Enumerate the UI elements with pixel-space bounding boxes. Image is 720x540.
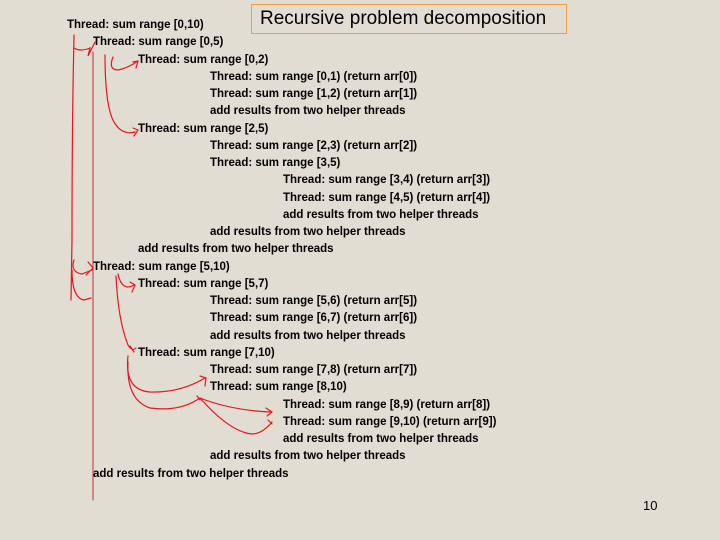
outline-line-thread: Thread: sum range [3,4) (return arr[3])	[283, 174, 491, 187]
outline-line-thread: Thread: sum range [0,2)	[138, 53, 269, 66]
main-thread-line	[70, 34, 75, 301]
outline-line-add-results: add results from two helper threads	[210, 105, 406, 118]
outline-line-thread: Thread: sum range [7,8) (return arr[7])	[210, 364, 418, 376]
outline-line-add-results: add results from two helper threads	[210, 450, 406, 463]
arrow-to-8-10	[126, 355, 207, 393]
outline-line-thread: Thread: sum range [5,6) (return arr[5])	[210, 295, 418, 307]
outline-line-thread: Thread: sum range [3,5)	[210, 157, 341, 169]
outline-line-thread: Thread: sum range [2,5)	[138, 122, 269, 135]
return-arrow	[71, 269, 92, 301]
arrow-join-8-10	[127, 361, 201, 410]
outline-line-thread: Thread: sum range [4,5) (return arr[4])	[283, 191, 491, 204]
arrow-to-2-5	[104, 54, 139, 137]
arrow-to-9-10	[199, 397, 273, 435]
outline-line-thread: Thread: sum range [2,3) (return arr[2])	[210, 139, 418, 152]
outline-line-thread: Thread: sum range [9,10) (return arr[9])	[283, 415, 497, 428]
arrow-to-7-10	[115, 275, 137, 353]
outline-line-add-results: add results from two helper threads	[210, 329, 406, 342]
arrow-to-8-9	[199, 397, 274, 417]
outline-line-thread: Thread: sum range [5,10)	[93, 260, 230, 273]
outline-line-add-results: add results from two helper threads	[210, 226, 406, 238]
outline-line-add-results: add results from two helper threads	[93, 467, 289, 480]
outline-line-add-results: add results from two helper threads	[283, 208, 479, 221]
outline-line-thread: Thread: sum range [0,5)	[93, 36, 224, 49]
outline-line-thread: Thread: sum range [1,2) (return arr[1])	[210, 88, 418, 100]
slide-title: Recursive problem decomposition	[251, 4, 567, 34]
outline-line-add-results: add results from two helper threads	[138, 243, 334, 256]
arrow-to-0-5	[73, 41, 96, 57]
page-number: 10	[643, 498, 658, 513]
arrow-to-0-2	[110, 56, 139, 71]
outline-line-thread: Thread: sum range [7,10)	[138, 346, 275, 359]
arrow-to-5-10	[72, 259, 94, 276]
outline-line-add-results: add results from two helper threads	[283, 433, 479, 445]
outline-line-thread: Thread: sum range [6,7) (return arr[6])	[210, 312, 418, 325]
outline-line-thread: Thread: sum range [8,10)	[210, 381, 347, 394]
outline-line-thread: Thread: sum range [0,10)	[67, 19, 204, 31]
outline-line-thread: Thread: sum range [0,1) (return arr[0])	[210, 70, 418, 83]
outline-line-thread: Thread: sum range [5,7)	[138, 277, 269, 290]
arrow-to-5-7	[117, 273, 136, 293]
outline-line-thread: Thread: sum range [8,9) (return arr[8])	[283, 398, 491, 411]
